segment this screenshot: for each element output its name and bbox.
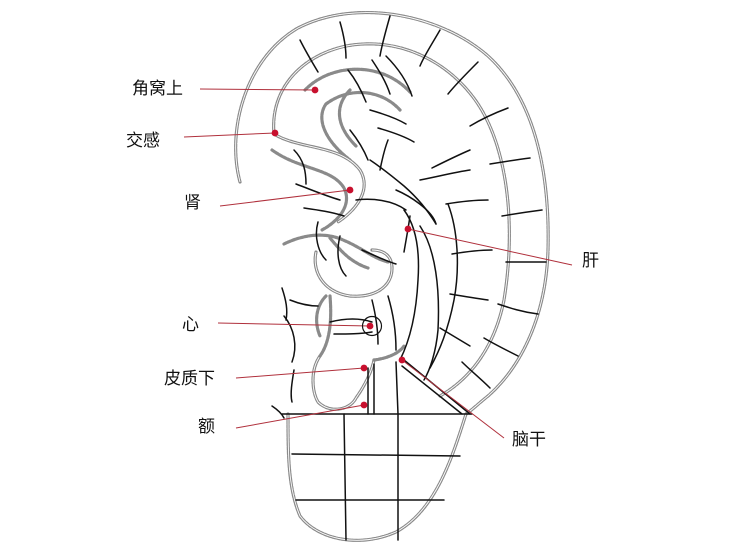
dot-gan <box>405 226 412 233</box>
label-xin: 心 <box>182 315 199 335</box>
dot-xin <box>367 323 374 330</box>
leader-xin <box>218 323 370 326</box>
ear-tragus <box>313 296 404 409</box>
dot-jiaowoshang <box>312 87 319 94</box>
label-shen: 肾 <box>184 193 201 213</box>
label-pizhixia: 皮质下 <box>164 369 215 389</box>
leader-pizhixia <box>236 368 364 378</box>
leader-shen <box>220 190 350 206</box>
point-shen: 肾 <box>184 187 353 213</box>
label-e: 额 <box>198 417 215 437</box>
ear-crura <box>272 134 392 296</box>
dot-e <box>361 402 368 409</box>
point-gan: 肝 <box>405 226 599 271</box>
leader-jiaowoshang <box>200 89 315 90</box>
point-jiaogan: 交感 <box>126 130 278 151</box>
dot-jiaogan <box>272 130 279 137</box>
dot-shen <box>347 187 354 194</box>
point-pizhixia: 皮质下 <box>164 365 367 389</box>
leader-jiaogan <box>184 133 275 137</box>
leader-naogan <box>402 360 504 438</box>
dot-naogan <box>399 357 406 364</box>
point-jiaowoshang: 角窝上 <box>132 79 318 99</box>
label-gan: 肝 <box>582 251 599 271</box>
label-jiaogan: 交感 <box>126 131 160 151</box>
ear-drawing <box>236 13 549 541</box>
label-jiaowoshang: 角窝上 <box>132 79 183 99</box>
ear-inner-rim <box>274 44 510 396</box>
point-xin: 心 <box>182 315 382 336</box>
label-naogan: 脑干 <box>512 430 546 450</box>
dot-pizhixia <box>361 365 368 372</box>
